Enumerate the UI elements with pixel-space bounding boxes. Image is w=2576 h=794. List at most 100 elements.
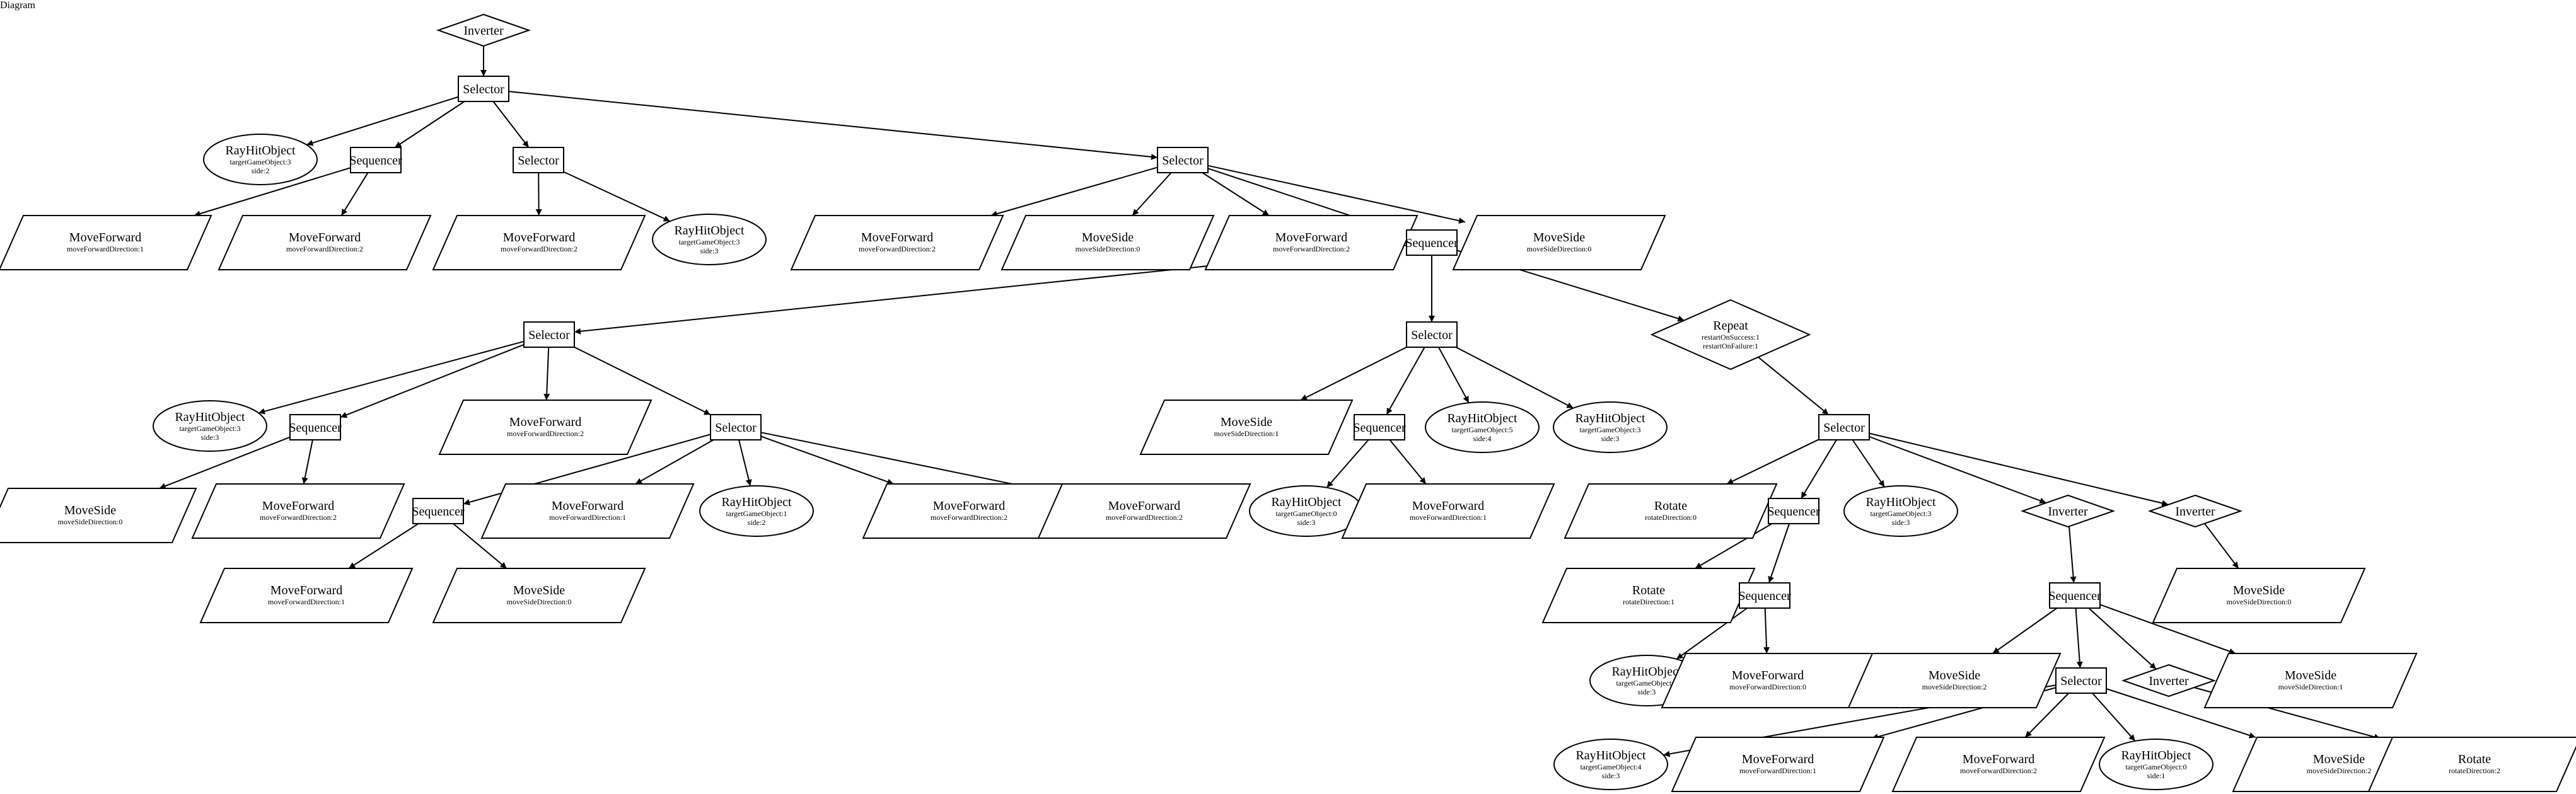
node-shape-parallelogram: [432, 568, 646, 623]
node-label: RayHitObject: [225, 144, 296, 158]
node-label: Inverter: [2175, 505, 2215, 519]
node-param: side:2: [748, 518, 766, 527]
node-shape-ellipse: [1425, 401, 1540, 453]
node-shape-diamond: [2121, 664, 2217, 698]
node-param: restartOnFailure:1: [1703, 342, 1758, 350]
node-shape-ellipse: [699, 485, 814, 537]
node-param: moveSideDirection:0: [58, 517, 123, 526]
node-param: moveSideDirection:2: [2307, 766, 2372, 775]
node-label: MoveForward: [1108, 499, 1180, 513]
edges-layer: [159, 46, 2381, 757]
node-label: Sequencer: [1405, 236, 1458, 250]
node-param: moveForwardDirection:1: [1739, 766, 1816, 775]
node-shape-rect: [350, 147, 402, 173]
node-label: MoveForward: [503, 231, 575, 245]
node-shape-ellipse: [652, 214, 767, 265]
node-param: targetGameObject:5: [1451, 425, 1512, 434]
edge-n1-n3: [394, 101, 465, 148]
node-inverter: Inverter: [2121, 664, 2217, 698]
edge-n45-n50: [2075, 607, 2083, 669]
node-shape-parallelogram: [1001, 215, 1215, 270]
edge-n19-n23: [301, 439, 313, 485]
node-shape-diamond: [1650, 299, 1811, 371]
node-sequencer: Sequencer: [349, 147, 402, 173]
node-param: side:3: [700, 246, 719, 255]
node-param: side:2: [252, 166, 270, 175]
node-label: Inverter: [463, 24, 504, 38]
node-label: Selector: [1411, 328, 1453, 342]
node-param: moveSideDirection:0: [1076, 245, 1140, 253]
edge-n24-n30: [453, 523, 508, 569]
node-selector: Selector: [2055, 667, 2107, 694]
node-sequencer: Sequencer: [1353, 414, 1406, 440]
node-param: moveForwardDirection:2: [859, 245, 936, 253]
node-selector: Selector: [523, 321, 575, 348]
edge-n15-n18: [258, 340, 525, 415]
edge-n4-n8: [535, 172, 542, 216]
edge-n41-n45: [2068, 526, 2077, 584]
node-shape-parallelogram: [1341, 483, 1555, 539]
edge-n1-n5: [508, 91, 1158, 160]
node-param: rotateDirection:2: [2449, 766, 2500, 775]
node-label: Selector: [463, 83, 504, 96]
node-param: moveSideDirection:0: [507, 597, 572, 606]
node-shape-rect: [513, 147, 564, 173]
edge-n5-n10: [990, 166, 1158, 217]
node-label: MoveSide: [1221, 415, 1272, 429]
node-label: MoveForward: [69, 231, 141, 245]
edge-n16-n33: [1438, 347, 1470, 403]
node-param: side:3: [1638, 688, 1656, 696]
node-label: Sequencer: [1767, 505, 1820, 519]
node-param: side:4: [1473, 434, 1492, 443]
node-inverter: Inverter: [2020, 494, 2116, 528]
node-label: MoveForward: [552, 499, 624, 513]
node-param: targetGameObject:3: [1579, 425, 1640, 434]
node-label: MoveSide: [513, 584, 565, 597]
node-label: MoveForward: [1742, 752, 1814, 766]
node-label: RayHitObject: [1447, 411, 1517, 425]
edge-n1-n2: [306, 96, 459, 146]
node-label: Sequencer: [2048, 589, 2101, 603]
node-param: moveSideDirection:0: [1527, 245, 1592, 253]
node-shape-diamond: [2147, 494, 2243, 528]
edge-n19-n22: [159, 436, 291, 490]
edge-n15-n19: [340, 343, 525, 418]
node-label: Sequencer: [412, 505, 465, 519]
node-shape-rect: [1406, 321, 1458, 348]
edge-n21-n25: [635, 439, 714, 485]
node-sequencer: Sequencer: [1405, 229, 1458, 256]
node-param: targetGameObject:0: [2125, 762, 2186, 771]
edge-n3-n6: [194, 167, 351, 217]
node-label: MoveForward: [861, 231, 933, 245]
node-shape-parallelogram: [432, 215, 646, 270]
edge-n15-n21: [574, 347, 711, 415]
node-shape-parallelogram: [1037, 483, 1251, 539]
edge-n45-n51: [2088, 607, 2157, 670]
behavior-tree-diagram: InverterSelectorRayHitObjecttargetGameOb…: [0, 13, 2576, 792]
edge-n44-n48: [1763, 607, 1770, 654]
node-shape-parallelogram: [790, 215, 1004, 270]
node-label: MoveForward: [509, 415, 581, 429]
node-shape-rect: [1157, 147, 1209, 173]
node-shape-parallelogram: [199, 568, 414, 623]
edge-n21-n27: [760, 435, 894, 485]
edge-n24-n29: [348, 523, 419, 569]
node-shape-parallelogram: [218, 215, 432, 270]
node-label: Rotate: [1654, 499, 1687, 513]
edge-n44-n47: [1676, 607, 1748, 660]
node-shape-parallelogram: [1204, 215, 1419, 270]
node-shape-rect: [1354, 414, 1405, 440]
edge-n42-n46: [2204, 523, 2239, 569]
node-param: targetGameObject:0: [1616, 679, 1677, 688]
